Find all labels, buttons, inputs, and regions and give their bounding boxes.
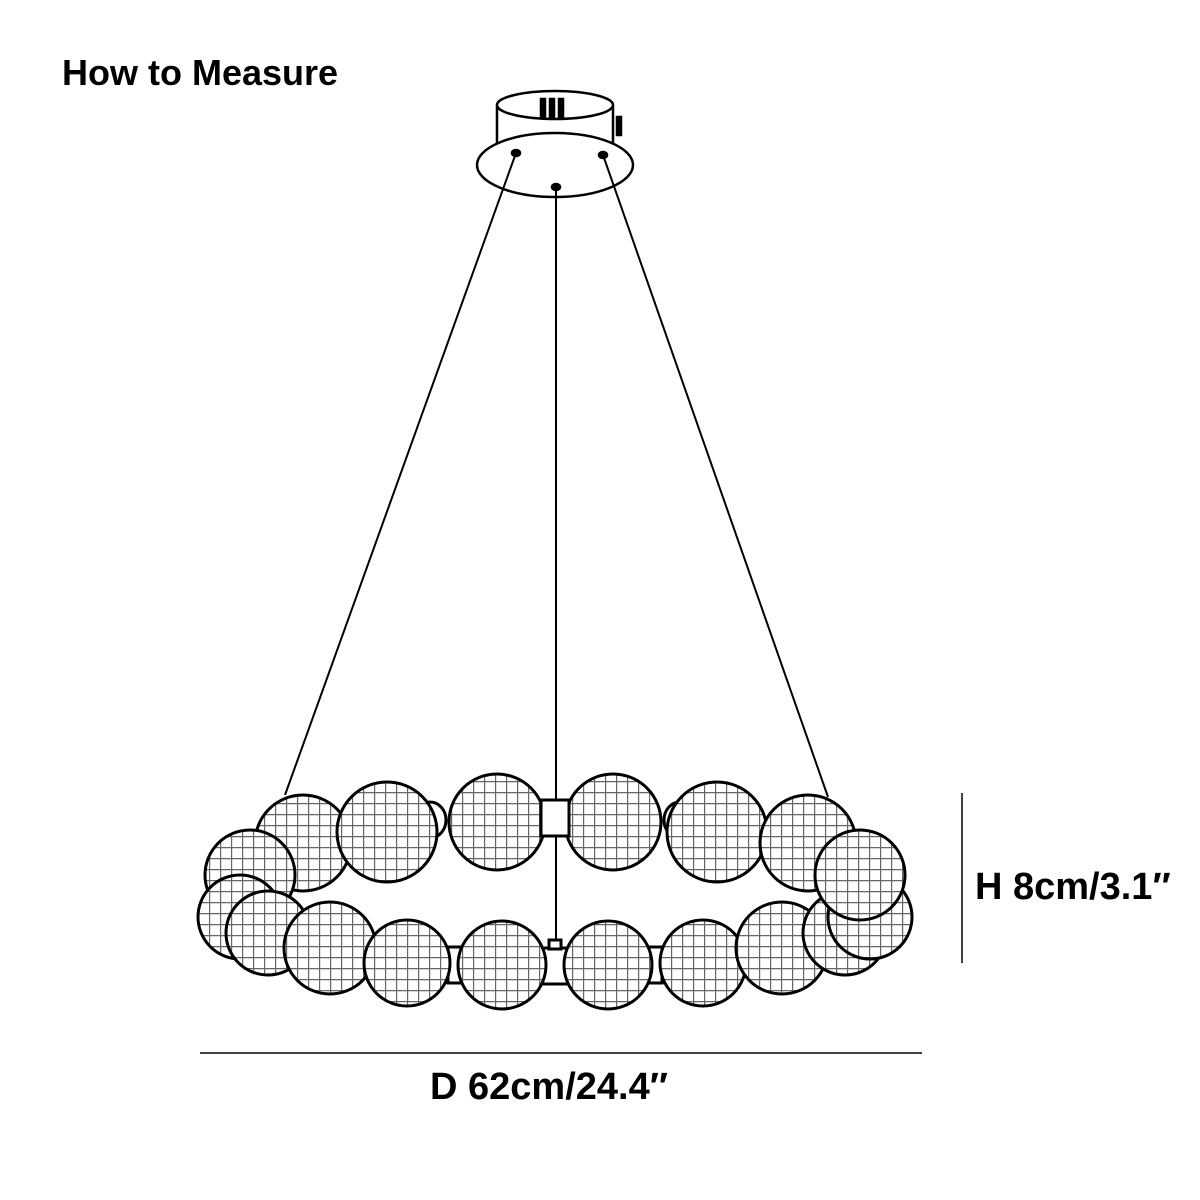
globe	[282, 900, 378, 996]
globe	[563, 772, 663, 872]
globe	[335, 780, 439, 884]
globe	[447, 772, 547, 872]
globe	[562, 919, 654, 1011]
globe	[362, 918, 452, 1008]
globe	[813, 828, 907, 922]
diameter-dimension-label: D 62cm/24.4″	[430, 1066, 668, 1108]
globe-ring	[196, 772, 914, 1011]
canopy	[475, 89, 635, 199]
globe	[658, 918, 748, 1008]
globe	[456, 919, 548, 1011]
globe	[665, 780, 769, 884]
connector	[539, 798, 571, 838]
page-title: How to Measure	[62, 52, 339, 93]
connector	[547, 938, 563, 951]
dimension-lines	[200, 793, 963, 1054]
height-dimension-label: H 8cm/3.1″	[975, 866, 1171, 908]
